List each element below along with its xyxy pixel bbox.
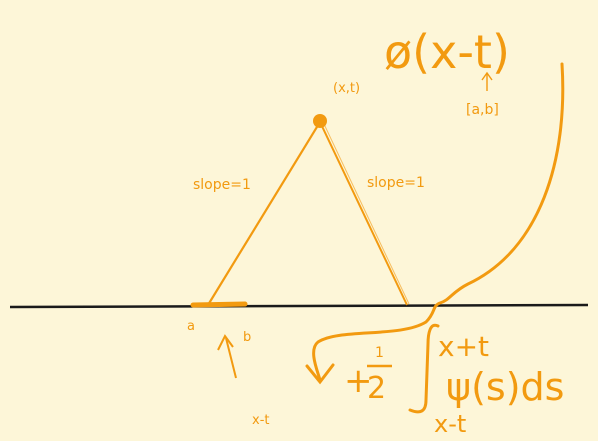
interval-label: [a,b] bbox=[466, 102, 499, 118]
slope-left-label: slope=1 bbox=[193, 177, 251, 193]
fraction-denominator: 2 bbox=[367, 371, 386, 406]
plus-sign: + bbox=[344, 361, 373, 401]
integral-icon bbox=[408, 323, 440, 414]
left-characteristic-line bbox=[207, 121, 321, 306]
fraction-numerator: 1 bbox=[375, 345, 384, 361]
right-characteristic-line-shadow bbox=[323, 123, 410, 305]
apex-point bbox=[313, 114, 327, 128]
right-characteristic-line bbox=[319, 121, 408, 306]
curved-arrow-icon bbox=[305, 62, 565, 385]
x-axis-line bbox=[9, 303, 589, 309]
upper-limit: x+t bbox=[438, 330, 489, 363]
integrand: ψ(s)ds bbox=[446, 365, 564, 409]
slope-right-label: slope=1 bbox=[367, 175, 425, 191]
phi-expression: ø(x-t) bbox=[384, 25, 510, 79]
x-minus-t-label: x-t bbox=[252, 413, 269, 428]
interval-segment bbox=[190, 301, 248, 308]
a-label: a bbox=[187, 319, 195, 334]
up-arrow-icon bbox=[217, 334, 237, 379]
integral-formula: + 1 2 x+t x-t ψ(s)ds bbox=[344, 323, 564, 438]
small-up-arrow-icon bbox=[481, 71, 493, 91]
b-label: b bbox=[243, 330, 251, 345]
lower-limit: x-t bbox=[434, 410, 466, 438]
point-label: (x,t) bbox=[333, 81, 360, 96]
